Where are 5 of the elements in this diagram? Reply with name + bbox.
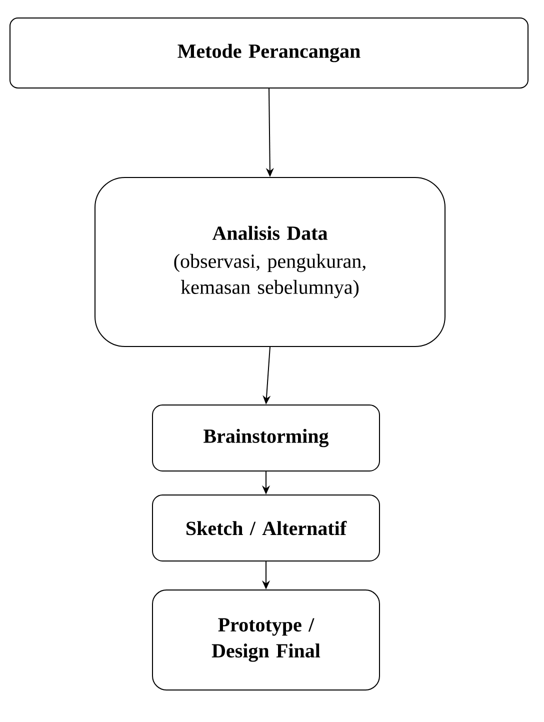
process-box: Analisis Data (observasi, pengukuran, kemasan sebelumnya)	[94, 177, 446, 347]
process-box: Brainstorming	[152, 404, 380, 472]
process-box: Sketch / Alternatif	[152, 494, 380, 562]
process-box: Metode Perancangan	[10, 18, 528, 88]
process-box: Prototype / Design Final	[152, 590, 380, 690]
